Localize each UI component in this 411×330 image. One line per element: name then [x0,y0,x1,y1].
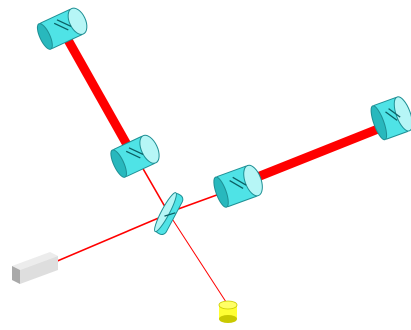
north-arm-cavity-beam [64,37,134,153]
inner-mirror-north-icon [110,134,160,178]
photodetector-icon [218,300,238,323]
laser-source-icon [12,252,58,284]
east-arm-cavity-beam [248,120,390,185]
end-mirror-north-icon [36,7,88,50]
end-mirror-east-icon [370,96,411,141]
beam-splitter-icon [154,192,184,235]
inner-mirror-east-icon [213,164,263,208]
output-beam [168,213,229,306]
input-beam [54,213,169,263]
